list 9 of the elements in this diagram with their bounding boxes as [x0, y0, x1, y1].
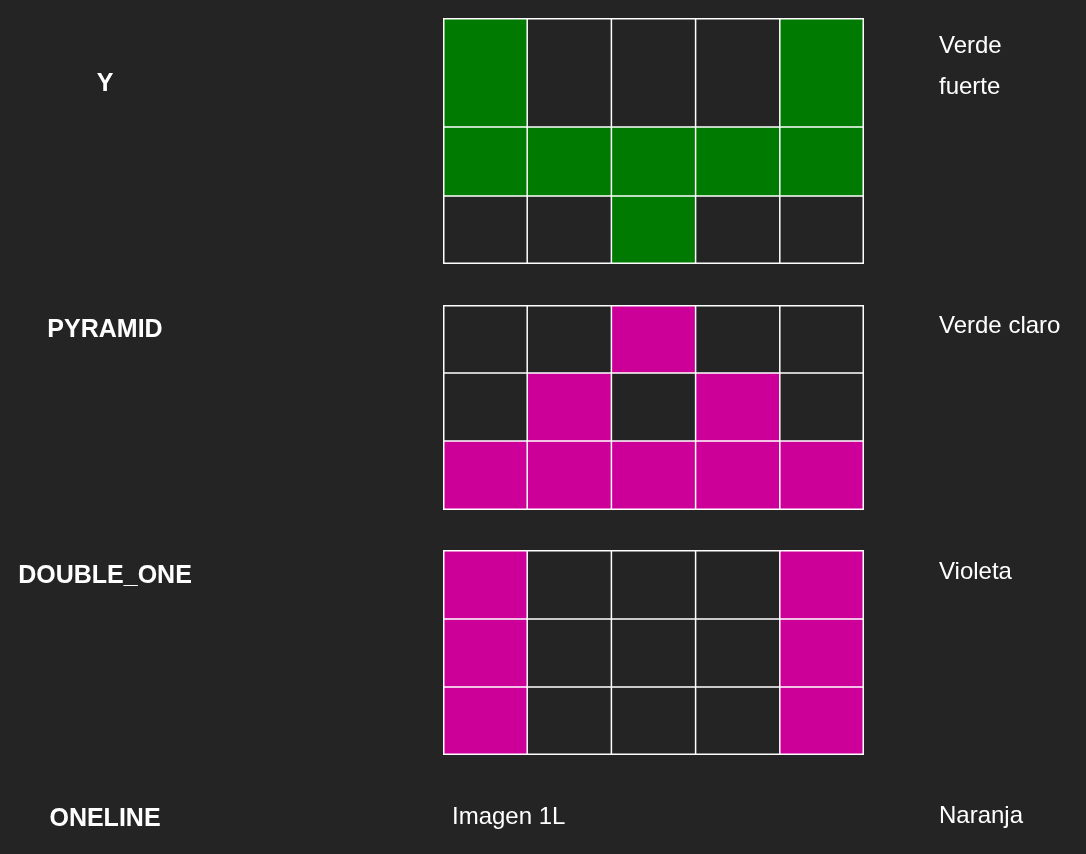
color-name: Violeta — [939, 556, 1012, 585]
row-title: ONELINE — [49, 802, 161, 832]
color-name: Verde claro — [939, 310, 1061, 339]
row-title: PYRAMID — [47, 313, 163, 343]
color-name: Verde fuerte — [939, 30, 1003, 101]
row-title: Y — [96, 67, 114, 97]
image-caption: Imagen 1L — [452, 801, 566, 830]
color-name: Naranja — [939, 800, 1024, 829]
row-title: DOUBLE_ONE — [18, 559, 192, 589]
